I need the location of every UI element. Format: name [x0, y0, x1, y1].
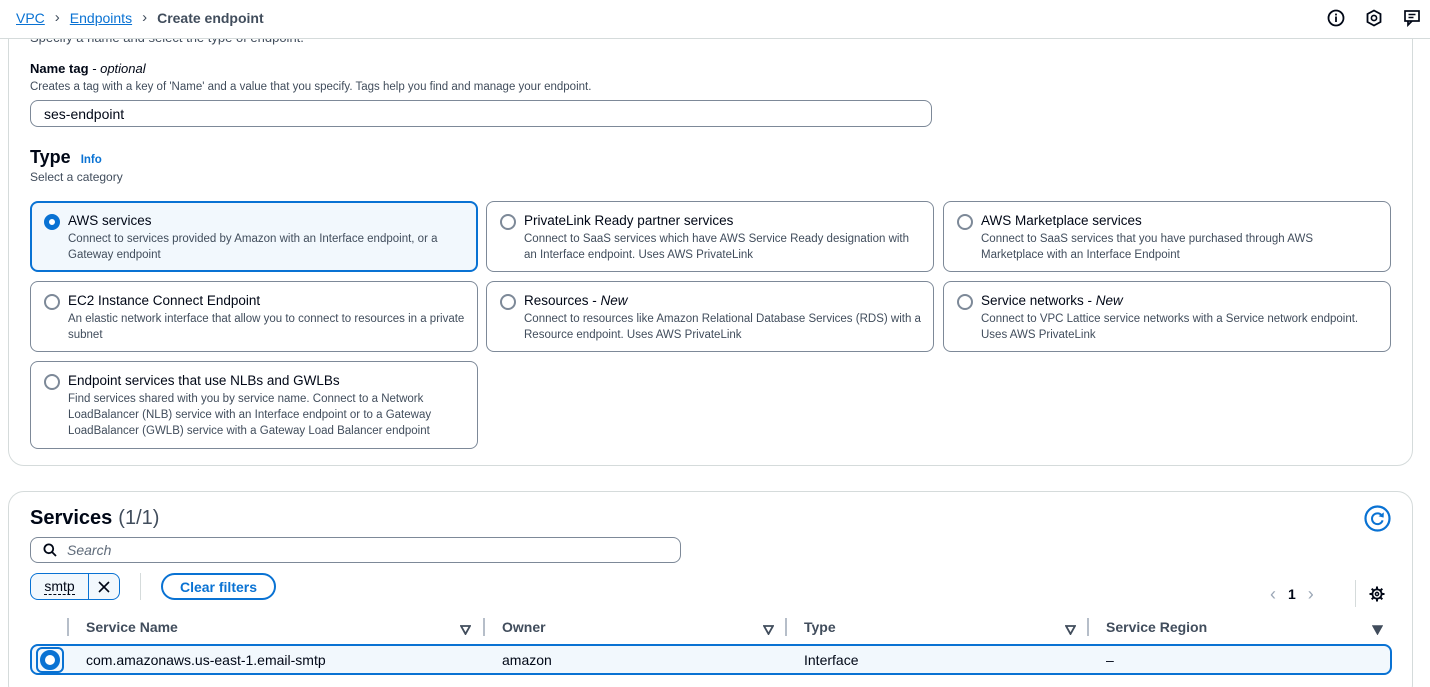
option-description: Connect to SaaS services that you have p…: [981, 233, 1313, 261]
radio-button[interactable]: [44, 374, 60, 390]
option-description: Connect to VPC Lattice service networks …: [981, 313, 1359, 341]
new-label: New: [1095, 293, 1123, 308]
type-info-link[interactable]: Info: [80, 154, 102, 166]
hexagon-icon[interactable]: [1364, 8, 1384, 28]
option-description: Connect to SaaS services which have AWS …: [524, 233, 910, 261]
breadcrumb-current: Create endpoint: [157, 9, 264, 26]
chevron-right-icon: ›: [142, 9, 148, 26]
type-heading: Type Info: [30, 147, 102, 168]
breadcrumb-vpc-link[interactable]: VPC: [16, 9, 45, 26]
name-tag-help: Creates a tag with a key of 'Name' and a…: [30, 81, 592, 93]
name-tag-input[interactable]: [30, 100, 932, 127]
chevron-left-icon[interactable]: ‹: [1270, 584, 1276, 604]
type-option-resources[interactable]: Resources - New Connect to resources lik…: [486, 281, 934, 352]
column-divider: [483, 618, 485, 636]
option-title: Endpoint services that use NLBs and GWLB…: [68, 373, 340, 388]
option-title: Resources - New: [524, 293, 628, 308]
option-title: PrivateLink Ready partner services: [524, 213, 734, 228]
type-option-aws-services[interactable]: AWS services Connect to services provide…: [30, 201, 478, 272]
divider: [1355, 580, 1356, 607]
option-description: An elastic network interface that allow …: [68, 313, 465, 341]
column-header-owner[interactable]: Owner: [502, 619, 546, 635]
search-input[interactable]: [67, 541, 667, 559]
services-count: (1/1): [118, 507, 160, 529]
row-radio-button[interactable]: [40, 650, 60, 670]
cell-service-name: com.amazonaws.us-east-1.email-smtp: [86, 652, 326, 668]
column-header-type[interactable]: Type: [804, 619, 836, 635]
filter-token-label[interactable]: smtp: [31, 574, 89, 599]
row-radio-focus: [36, 647, 64, 673]
radio-button[interactable]: [500, 294, 516, 310]
type-option-aws-marketplace[interactable]: AWS Marketplace services Connect to SaaS…: [943, 201, 1391, 272]
column-header-service-name[interactable]: Service Name: [86, 619, 178, 635]
option-description: Find services shared with you by service…: [68, 393, 432, 437]
cell-type: Interface: [804, 652, 859, 668]
radio-button[interactable]: [44, 294, 60, 310]
divider: [140, 573, 141, 600]
table-header: Service Name Owner Type Service Region: [30, 615, 1392, 641]
refresh-icon[interactable]: [1364, 505, 1391, 532]
pagination: ‹ 1 ›: [1270, 585, 1314, 603]
chevron-right-icon: ›: [54, 9, 60, 26]
radio-button[interactable]: [957, 214, 973, 230]
close-icon[interactable]: [89, 574, 119, 599]
sort-down-icon[interactable]: [459, 622, 472, 638]
optional-label: - optional: [92, 61, 146, 76]
type-title: Type: [30, 147, 71, 167]
top-icons: [1326, 8, 1422, 28]
radio-button[interactable]: [44, 214, 60, 230]
table-row[interactable]: com.amazonaws.us-east-1.email-smtp amazo…: [30, 644, 1392, 675]
option-title: Service networks - New: [981, 293, 1123, 308]
services-heading: Services (1/1): [30, 507, 159, 530]
option-title: AWS services: [68, 213, 152, 228]
radio-button[interactable]: [957, 294, 973, 310]
sort-down-icon[interactable]: [762, 622, 775, 638]
sort-down-icon[interactable]: [1064, 622, 1077, 638]
option-title: AWS Marketplace services: [981, 213, 1142, 228]
column-header-service-region[interactable]: Service Region: [1106, 619, 1208, 635]
feedback-icon[interactable]: [1402, 8, 1422, 28]
info-icon[interactable]: [1326, 8, 1346, 28]
services-title: Services: [30, 507, 113, 529]
cell-owner: amazon: [502, 652, 552, 668]
filter-token: smtp: [30, 573, 120, 600]
radio-button[interactable]: [500, 214, 516, 230]
option-description: Connect to services provided by Amazon w…: [68, 233, 438, 261]
search-icon: [43, 543, 57, 562]
clear-filters-button[interactable]: Clear filters: [161, 573, 276, 600]
search-box: [30, 537, 681, 563]
cell-service-region: –: [1106, 652, 1114, 668]
type-option-endpoint-services[interactable]: Endpoint services that use NLBs and GWLB…: [30, 361, 478, 449]
option-title: EC2 Instance Connect Endpoint: [68, 293, 261, 308]
breadcrumb: VPC › Endpoints › Create endpoint: [16, 9, 264, 26]
chevron-right-icon[interactable]: ›: [1307, 584, 1314, 604]
column-divider: [67, 618, 69, 636]
name-tag-label: Name tag - optional: [30, 61, 146, 76]
type-option-service-networks[interactable]: Service networks - New Connect to VPC La…: [943, 281, 1391, 352]
type-option-privatelink-partner[interactable]: PrivateLink Ready partner services Conne…: [486, 201, 934, 272]
type-option-ec2-instance-connect[interactable]: EC2 Instance Connect Endpoint An elastic…: [30, 281, 478, 352]
column-divider: [785, 618, 787, 636]
gear-icon[interactable]: [1368, 585, 1386, 603]
top-bar: VPC › Endpoints › Create endpoint: [0, 0, 1430, 39]
type-subtitle: Select a category: [30, 170, 123, 184]
sort-down-icon[interactable]: [1371, 622, 1384, 638]
new-label: New: [600, 293, 628, 308]
column-divider: [1087, 618, 1089, 636]
page-number[interactable]: 1: [1288, 586, 1296, 602]
breadcrumb-endpoints-link[interactable]: Endpoints: [69, 9, 133, 26]
option-description: Connect to resources like Amazon Relatio…: [524, 313, 921, 341]
